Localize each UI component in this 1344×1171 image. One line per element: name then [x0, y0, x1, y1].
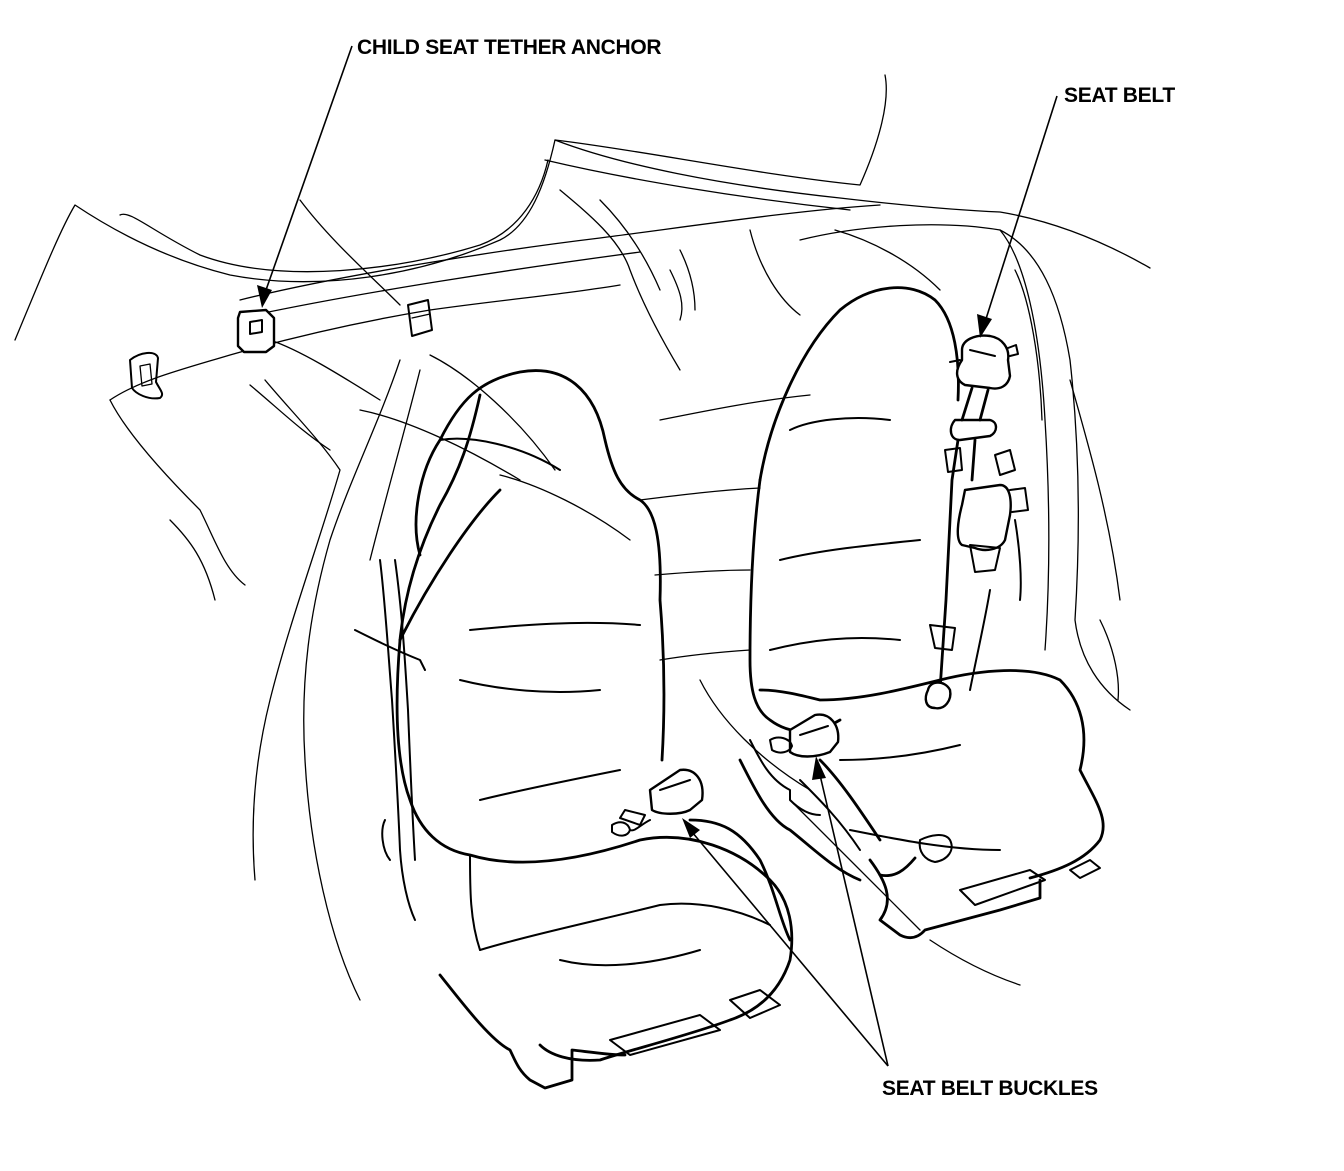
center-bracket	[407, 299, 433, 337]
label-seat-belt: SEAT BELT	[1064, 84, 1175, 107]
label-seat-belt-buckles: SEAT BELT BUCKLES	[882, 1077, 1098, 1100]
seat-belt-assembly	[924, 334, 1029, 710]
tether-anchor-part	[236, 308, 276, 354]
leader-tether	[257, 45, 353, 308]
left-buckle	[611, 768, 792, 942]
label-child-seat-tether-anchor: CHILD SEAT TETHER ANCHOR	[357, 36, 662, 59]
left-seat	[354, 369, 794, 1090]
right-buckle	[769, 713, 882, 842]
right-connector	[878, 834, 953, 878]
leader-seat-belt	[977, 95, 1058, 338]
leader-buckles	[682, 756, 889, 1067]
rear-hook	[129, 352, 164, 400]
